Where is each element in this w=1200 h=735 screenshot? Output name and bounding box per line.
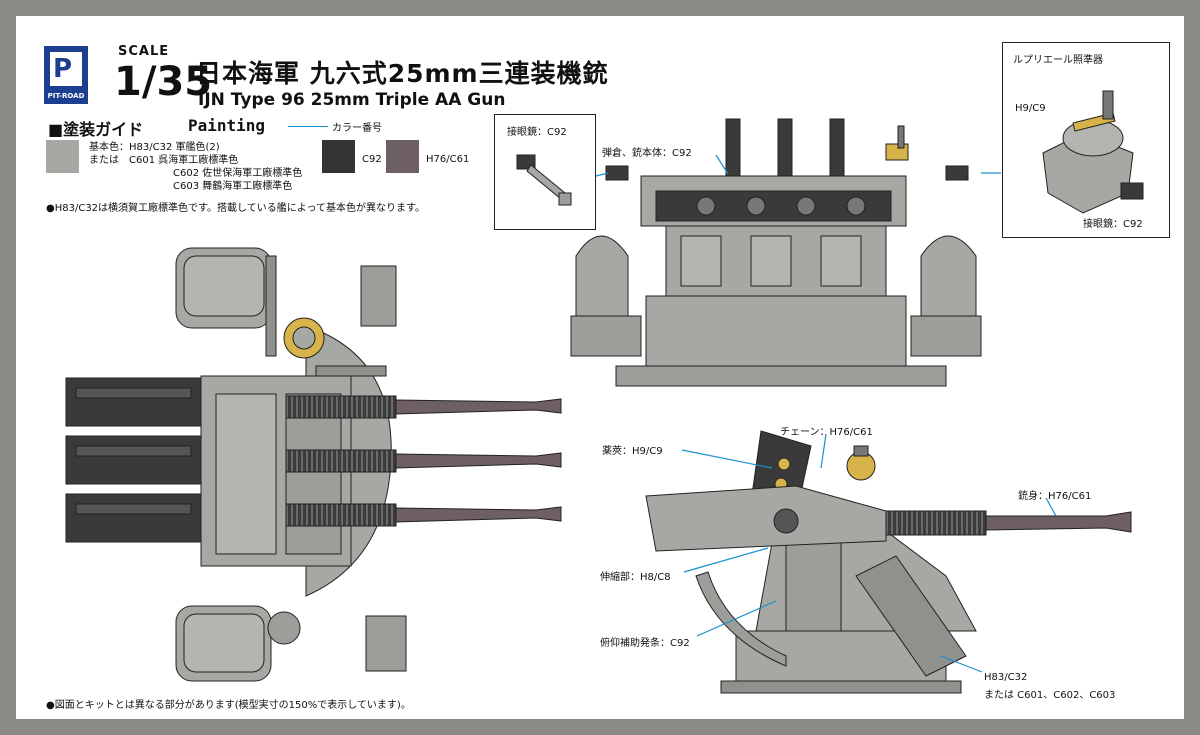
sight-title: ルプリエール照準器 [1013, 55, 1103, 66]
top-view-drawing [65, 247, 562, 682]
base-color-note: ●H83/C32は横須賀工廠標準色です。搭載している艦によって基本色が異なります… [46, 203, 425, 214]
front-view-drawing [570, 118, 982, 387]
c92-swatch [322, 140, 355, 173]
sight-drawing [1042, 90, 1144, 214]
gun-drawings [65, 107, 1132, 694]
scale-word: SCALE [118, 44, 170, 59]
eyepiece-right-label: 接眼鏡：C92 [1083, 219, 1143, 230]
base-color-line1: 基本色：H83/C32 軍艦色(2) [89, 142, 220, 153]
painting-heading-en: Painting [188, 116, 266, 135]
eyepiece-left-inset: 接眼鏡：C92 [494, 114, 596, 230]
base-bottom-label-1: H83/C32 [984, 672, 1028, 683]
pit-road-mark: P [50, 52, 82, 86]
scale-value: 1/35 [114, 59, 213, 105]
title-en: IJN Type 96 25mm Triple AA Gun [198, 90, 506, 110]
color-number-pointer [288, 126, 328, 127]
kit-note: ●図面とキットとは異なる部分があります(模型実寸の150%で表示しています)。 [46, 700, 411, 711]
side-view-drawing [645, 430, 1132, 694]
logo-brand: PIT-ROAD [47, 92, 85, 100]
magazine-body-label: 弾倉、銃本体：C92 [602, 148, 692, 159]
instruction-sheet: P PIT-ROAD SCALE 1/35 日本海軍 九六式25mm三連装機銃 … [16, 16, 1184, 719]
eyepiece-left-label: 接眼鏡：C92 [507, 127, 567, 138]
title-jp: 日本海軍 九六式25mm三連装機銃 [196, 59, 609, 88]
barrel-label: 銃身：H76/C61 [1018, 491, 1092, 502]
base-bottom-label-2: または C601、C602、C603 [984, 690, 1116, 701]
base-color-line3: C602 佐世保海軍工廠標準色 [173, 168, 303, 179]
base-color-line4: C603 舞鶴海軍工廠標準色 [173, 181, 293, 192]
h76-swatch [386, 140, 419, 173]
c92-label: C92 [362, 154, 382, 165]
spring-label: 俯仰補助発条：C92 [600, 638, 690, 649]
pit-road-logo: P PIT-ROAD [44, 46, 88, 104]
chain-label: チェーン：H76/C61 [780, 427, 873, 438]
base-color-swatch [46, 140, 79, 173]
color-number-note: カラー番号 [332, 123, 382, 134]
h76-label: H76/C61 [426, 154, 470, 165]
sight-inset: ルプリエール照準器 H9/C9 接眼鏡：C92 [1002, 42, 1170, 238]
eyepiece-left-drawing [516, 154, 572, 206]
painting-heading-jp: ■塗装ガイド [48, 120, 144, 139]
sight-h9-label: H9/C9 [1015, 103, 1046, 114]
recoil-label: 伸縮部：H8/C8 [600, 572, 671, 583]
base-color-line2: または C601 呉海軍工廠標準色 [89, 155, 239, 166]
casing-label: 薬莢：H9/C9 [602, 446, 663, 457]
